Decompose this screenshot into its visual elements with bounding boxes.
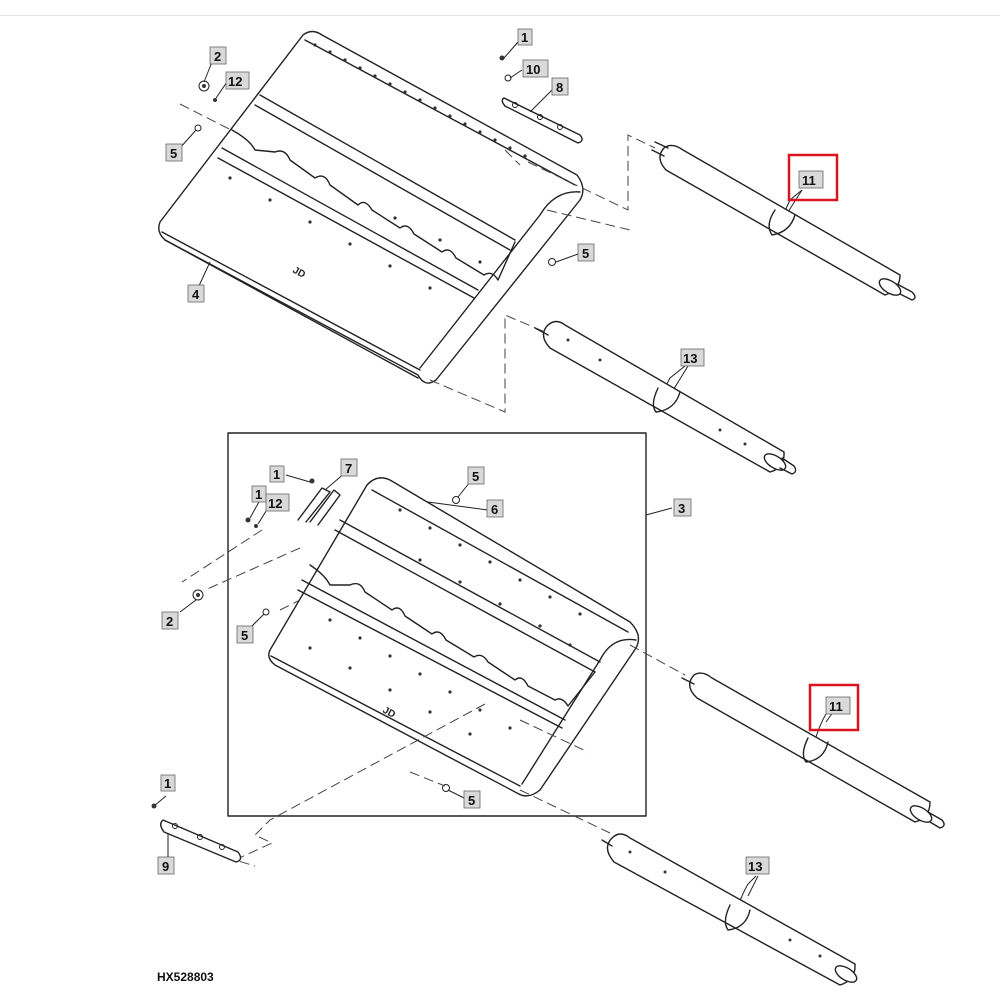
svg-text:1: 1 — [273, 467, 280, 482]
highlight-box-11-top — [787, 153, 839, 202]
callout-5a-top[interactable]: 5 — [165, 143, 183, 162]
svg-text:4: 4 — [192, 287, 200, 302]
svg-text:11: 11 — [802, 173, 816, 188]
highlight-box-11-bottom — [808, 683, 860, 732]
callout-1a-bottom[interactable]: 1 — [269, 465, 285, 483]
callout-3-bottom[interactable]: 3 — [673, 498, 692, 517]
callout-5b-top[interactable]: 5 — [577, 243, 595, 262]
callout-8-top[interactable]: 8 — [551, 77, 569, 96]
belt-logo-bottom: JD — [381, 705, 397, 721]
callout-11-bottom[interactable]: 11 — [825, 696, 851, 715]
callout-5a-bottom[interactable]: 5 — [467, 466, 485, 485]
callout-9-bottom[interactable]: 9 — [157, 856, 175, 875]
callout-6-bottom[interactable]: 6 — [486, 499, 504, 518]
svg-text:10: 10 — [526, 62, 540, 77]
svg-text:5: 5 — [468, 793, 475, 808]
clip-7 — [297, 487, 341, 526]
svg-text:8: 8 — [556, 80, 563, 95]
callout-7-bottom[interactable]: 7 — [340, 458, 358, 477]
svg-text:13: 13 — [748, 859, 762, 874]
svg-text:5: 5 — [582, 246, 589, 261]
svg-text:1: 1 — [255, 487, 262, 502]
rivet-dots-top — [228, 43, 527, 290]
svg-text:5: 5 — [170, 146, 177, 161]
svg-text:2: 2 — [166, 614, 173, 629]
assembly-3-frame — [227, 432, 647, 817]
callout-10-top[interactable]: 10 — [522, 59, 549, 78]
conveyor-belt-top — [158, 30, 584, 384]
svg-text:5: 5 — [472, 469, 479, 484]
roller-11-top — [651, 141, 916, 301]
svg-text:9: 9 — [162, 859, 169, 874]
callout-12-bottom[interactable]: 12 — [265, 493, 290, 512]
callout-1b-bottom[interactable]: 1 — [251, 485, 267, 503]
svg-text:12: 12 — [228, 74, 242, 89]
callout-5c-bottom[interactable]: 5 — [463, 790, 481, 809]
svg-text:6: 6 — [491, 502, 498, 517]
svg-text:12: 12 — [268, 496, 282, 511]
top-divider — [0, 15, 1000, 16]
svg-text:1: 1 — [164, 776, 171, 791]
conveyor-belt-bottom — [268, 477, 640, 797]
callout-2-top[interactable]: 2 — [209, 46, 227, 65]
callout-1-top[interactable]: 1 — [517, 28, 533, 46]
callout-1c-bottom[interactable]: 1 — [160, 774, 176, 792]
roller-13-bottom — [601, 833, 858, 986]
bracket-9 — [160, 819, 242, 863]
roller-11-bottom — [681, 672, 945, 829]
svg-text:7: 7 — [345, 461, 352, 476]
svg-text:11: 11 — [829, 699, 843, 714]
svg-text:1: 1 — [521, 30, 528, 45]
callout-12-top[interactable]: 12 — [225, 71, 250, 90]
callout-4-top[interactable]: 4 — [187, 284, 205, 303]
callout-11-top[interactable]: 11 — [798, 170, 824, 189]
drawing-id: HX528803 — [157, 970, 214, 984]
roller-13-top — [534, 320, 797, 475]
rivet-dots-bottom — [308, 508, 582, 736]
belt-logo: JD — [291, 265, 307, 281]
svg-text:13: 13 — [683, 351, 697, 366]
callout-2-bottom[interactable]: 2 — [161, 611, 179, 630]
svg-text:5: 5 — [241, 628, 248, 643]
dashed-leaders-top — [179, 103, 656, 413]
callout-13-bottom[interactable]: 13 — [745, 856, 770, 875]
callout-13-top[interactable]: 13 — [680, 348, 705, 367]
dashed-leaders-bottom — [181, 529, 686, 867]
svg-text:3: 3 — [678, 501, 685, 516]
bracket-8 — [501, 97, 583, 144]
svg-text:2: 2 — [214, 49, 221, 64]
callout-5b-bottom[interactable]: 5 — [236, 625, 254, 644]
